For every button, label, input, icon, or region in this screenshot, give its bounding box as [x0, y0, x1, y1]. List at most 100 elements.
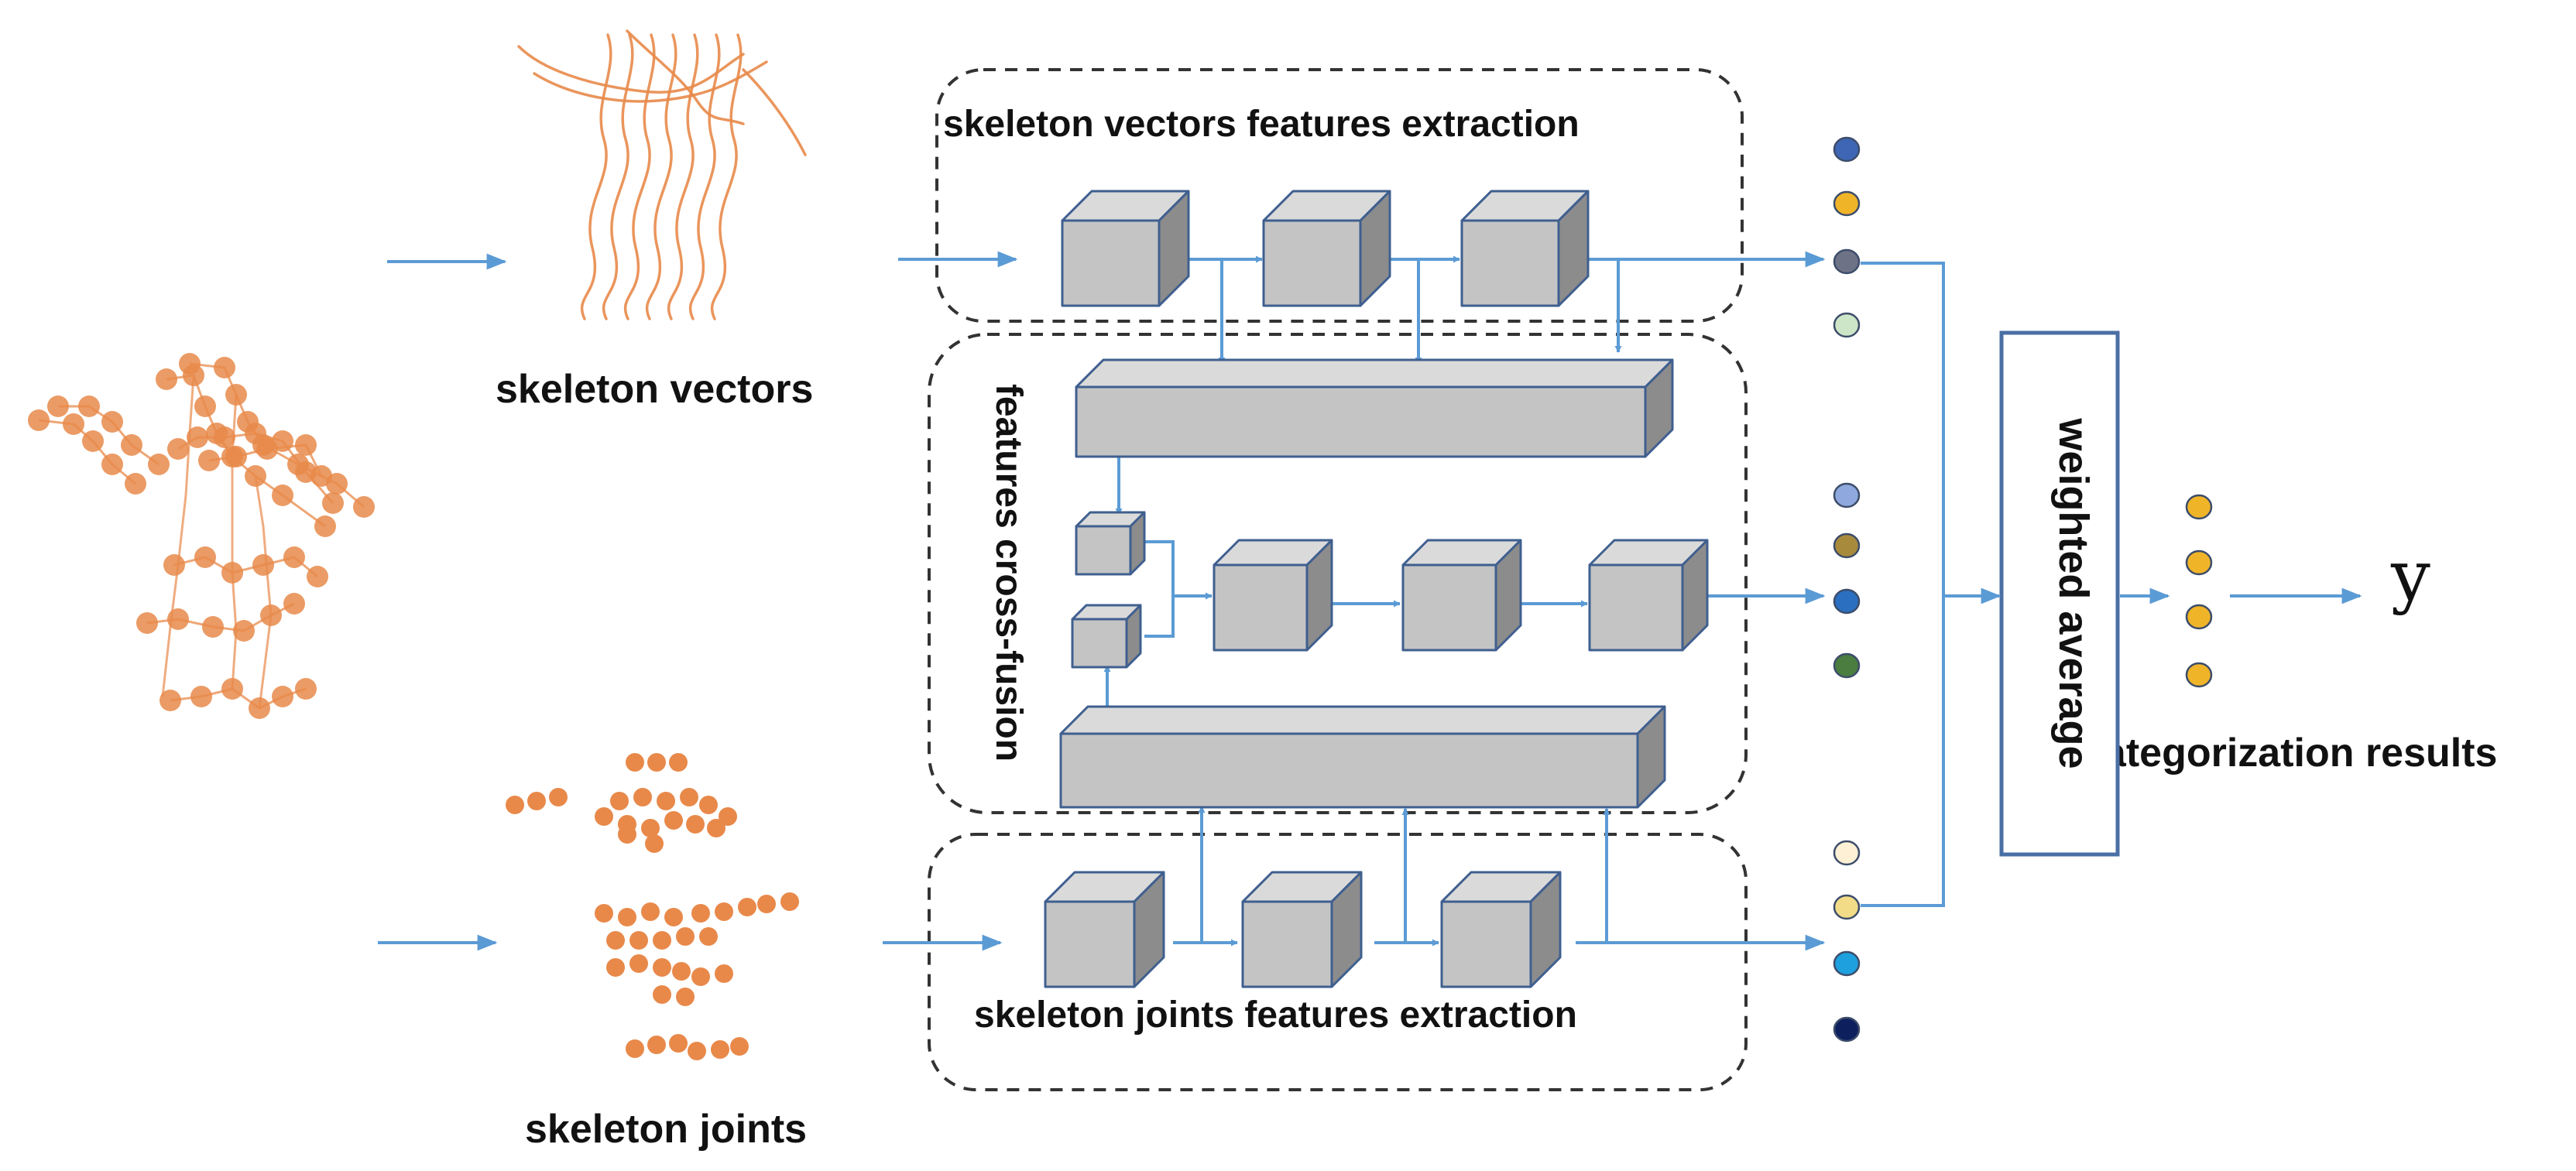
joint-point [595, 904, 613, 923]
joints-block-1 [1044, 871, 1165, 988]
skeleton-joint [167, 608, 189, 630]
fusion-feature-dot-2 [1833, 532, 1861, 559]
skeleton-vectors-label: skeleton vectors [496, 367, 813, 412]
joint-point [780, 892, 799, 911]
joint-point [672, 962, 691, 981]
skeleton-joint [249, 697, 270, 719]
flow-arrows [378, 251, 2362, 951]
skeleton-joint [148, 454, 170, 475]
joint-point [686, 815, 705, 834]
vectors-block-3 [1460, 190, 1590, 307]
skeleton-joint [295, 434, 317, 456]
joint-point [641, 819, 660, 837]
skeleton-bone [254, 475, 273, 709]
joint-point [730, 1037, 749, 1056]
skeleton-joint [121, 434, 142, 456]
skeleton-joint [310, 465, 332, 487]
skeleton-joint [221, 678, 243, 700]
skeleton-joint [101, 454, 123, 475]
joint-point [664, 908, 683, 926]
skeleton-vector-line [688, 33, 721, 320]
skeleton-joints-label: skeleton joints [525, 1107, 807, 1152]
result-dot-3 [2185, 604, 2213, 630]
joint-point [629, 954, 648, 973]
vectors-feature-dot-3 [1833, 248, 1861, 275]
skeleton-vector-line [580, 33, 612, 320]
skeleton-joint [256, 438, 278, 460]
joint-point [645, 834, 664, 853]
vectors-feature-dot-1 [1833, 136, 1861, 163]
skeleton-joint [159, 690, 181, 711]
fusion-block-2 [1401, 539, 1522, 652]
skeleton-joint [82, 430, 104, 452]
skeleton-joint [63, 413, 84, 435]
joints-feature-dot-2 [1833, 894, 1861, 920]
skeleton-vector-line [742, 68, 807, 156]
vectors-extraction-title: skeleton vectors features extraction [943, 104, 1580, 145]
fusion-top-bar [1075, 358, 1674, 458]
skeleton-body-image [28, 353, 375, 719]
skeleton-joint [260, 604, 282, 626]
joint-point [738, 898, 756, 916]
joint-point [629, 931, 648, 950]
joint-point [691, 904, 710, 923]
skeleton-joint [283, 546, 305, 568]
cross-fusion-box [928, 333, 1748, 814]
vectors-block-2 [1262, 190, 1391, 307]
fusion-small-block-1 [1075, 511, 1146, 576]
joint-point [699, 796, 718, 814]
joint-point [633, 788, 652, 806]
categorization-results-label: categorization results [2081, 731, 2497, 776]
joint-point [527, 792, 546, 810]
joints-feature-dot-4 [1833, 1016, 1861, 1043]
joints-block-3 [1440, 871, 1562, 988]
skeleton-joint [125, 473, 146, 495]
skeleton-joint [194, 546, 216, 568]
skeleton-vector-line [645, 33, 677, 320]
joint-point [641, 902, 660, 921]
skeleton-joint [272, 686, 293, 707]
fusion-small-block-2 [1071, 604, 1142, 669]
fusion-bottom-bar [1059, 705, 1666, 809]
joint-point [626, 1039, 644, 1058]
cross-fusion-title: features cross-fusion [988, 384, 1029, 762]
skeleton-joint [101, 411, 123, 433]
result-dot-1 [2185, 494, 2213, 520]
fusion-feature-dot-3 [1833, 588, 1861, 615]
skeleton-joint [156, 368, 177, 390]
skeleton-vector-line [533, 60, 768, 103]
skeleton-vector-line [602, 33, 634, 320]
joint-point [653, 931, 671, 950]
skeleton-joint [190, 686, 212, 707]
skeleton-joint [283, 593, 305, 615]
skeleton-joint [233, 620, 255, 642]
joint-point [676, 927, 695, 946]
weighted-average-label: weighted average [2050, 417, 2097, 769]
fusion-feature-dot-1 [1833, 482, 1861, 508]
skeleton-joint [187, 426, 208, 448]
joint-point [618, 825, 636, 844]
joint-point [506, 796, 524, 814]
skeleton-joint [221, 562, 243, 584]
joint-point [610, 792, 629, 810]
skeleton-joint [198, 450, 220, 471]
joints-extraction-title: skeleton joints features extraction [974, 995, 1577, 1036]
skeleton-vector-line [667, 33, 699, 320]
skeleton-vector-line [626, 29, 745, 125]
skeleton-joint [179, 353, 201, 375]
joint-point [680, 788, 698, 806]
skeleton-joint [194, 395, 216, 417]
output-y-label: y [2390, 536, 2430, 617]
result-dot-4 [2185, 662, 2213, 688]
joint-point [711, 1040, 729, 1059]
joint-point [618, 908, 636, 926]
vectors-extraction-box [935, 68, 1744, 323]
skeleton-joint [163, 554, 185, 576]
joint-point [595, 807, 613, 826]
joint-point [715, 964, 733, 983]
fusion-block-1 [1213, 539, 1333, 652]
joints-extraction-box [928, 833, 1748, 1091]
joint-point [606, 931, 625, 950]
skeleton-joint [214, 357, 235, 378]
